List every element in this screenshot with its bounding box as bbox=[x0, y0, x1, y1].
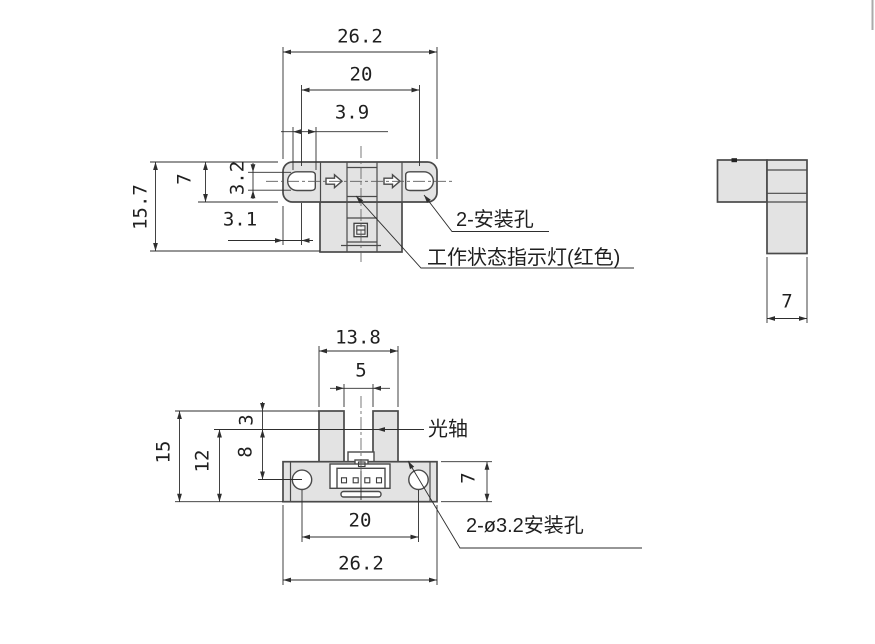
dim-text: 7 bbox=[174, 173, 196, 184]
dim-edge-to-hole: 3.1 bbox=[223, 203, 313, 245]
dim-text: 5 bbox=[355, 360, 366, 382]
dim-text: 12 bbox=[192, 450, 214, 473]
dim-text: 26.2 bbox=[337, 26, 383, 48]
dim-slot-height: 3.2 bbox=[227, 161, 291, 199]
leader-mounting-holes-front: 2-ø3.2安装孔 bbox=[407, 460, 642, 549]
leader-indicator: 工作状态指示灯(红色) bbox=[355, 195, 634, 269]
dim-text: 8 bbox=[235, 446, 257, 457]
leader-mounting-holes-top: 2-安装孔 bbox=[423, 194, 549, 232]
label-mounting-holes: 2-ø3.2安装孔 bbox=[466, 514, 584, 537]
dim-text: 7 bbox=[458, 472, 480, 483]
dim-text: 3 bbox=[236, 414, 258, 425]
dim-axis-to-bottom: 12 bbox=[175, 429, 283, 503]
dim-head-width: 13.8 bbox=[318, 327, 399, 407]
base-edge-lines bbox=[289, 461, 431, 502]
mounting-hole-slot-left bbox=[286, 171, 316, 192]
dim-total-height-front: 15 bbox=[153, 411, 182, 502]
dim-total-height-top: 15.7 bbox=[130, 162, 320, 252]
label-mounting-holes: 2-安装孔 bbox=[456, 208, 534, 231]
dim-text: 20 bbox=[350, 64, 373, 86]
dim-bar-height: 7 bbox=[150, 161, 278, 203]
dim-axis-from-top: 3 bbox=[175, 402, 319, 480]
connector-pin bbox=[340, 477, 348, 484]
connector-pin bbox=[352, 477, 359, 484]
side-section-lines bbox=[767, 169, 807, 203]
dim-text: 3.9 bbox=[335, 102, 369, 124]
dim-text: 15 bbox=[153, 441, 175, 464]
dim-thickness: 7 bbox=[766, 257, 808, 323]
optical-axis: 光轴 bbox=[214, 418, 468, 441]
dim-overall-width-top: 26.2 bbox=[282, 26, 438, 159]
side-column bbox=[766, 159, 808, 255]
mounting-hole-right bbox=[408, 469, 429, 491]
indicator-led-side bbox=[731, 158, 737, 163]
fork-arm-right bbox=[372, 410, 399, 463]
dim-text: 3.2 bbox=[227, 161, 249, 195]
fork-arm-left bbox=[318, 410, 345, 463]
dim-text: 3.1 bbox=[223, 209, 257, 231]
dim-overall-width-front: 26.2 bbox=[282, 505, 438, 585]
top-view: 26.2 20 3.9 3.2 7 bbox=[130, 26, 634, 269]
dim-hole-spacing-top: 20 bbox=[301, 64, 420, 166]
dim-text: 15.7 bbox=[130, 184, 152, 230]
dim-text: 7 bbox=[781, 291, 792, 313]
dim-slot-length: 3.9 bbox=[281, 102, 388, 170]
dim-text: 26.2 bbox=[338, 553, 384, 575]
side-arm bbox=[716, 159, 768, 203]
label-indicator: 工作状态指示灯(红色) bbox=[427, 246, 620, 269]
front-view: 13.8 5 光轴 3 8 12 bbox=[153, 327, 642, 585]
connector-pin bbox=[375, 477, 383, 484]
dim-axis-to-hole: 8 bbox=[235, 446, 265, 480]
connector-pin bbox=[364, 477, 371, 484]
side-view: 7 bbox=[716, 158, 808, 323]
dim-slot-width: 5 bbox=[330, 360, 390, 407]
connector bbox=[329, 459, 391, 498]
dim-hole-spacing-front: 20 bbox=[301, 490, 419, 542]
dim-text: 20 bbox=[349, 510, 372, 532]
dim-base-height: 7 bbox=[441, 461, 492, 503]
label-optical-axis: 光轴 bbox=[428, 418, 468, 441]
dim-text: 13.8 bbox=[335, 327, 381, 349]
bar-section-lines bbox=[319, 162, 403, 252]
